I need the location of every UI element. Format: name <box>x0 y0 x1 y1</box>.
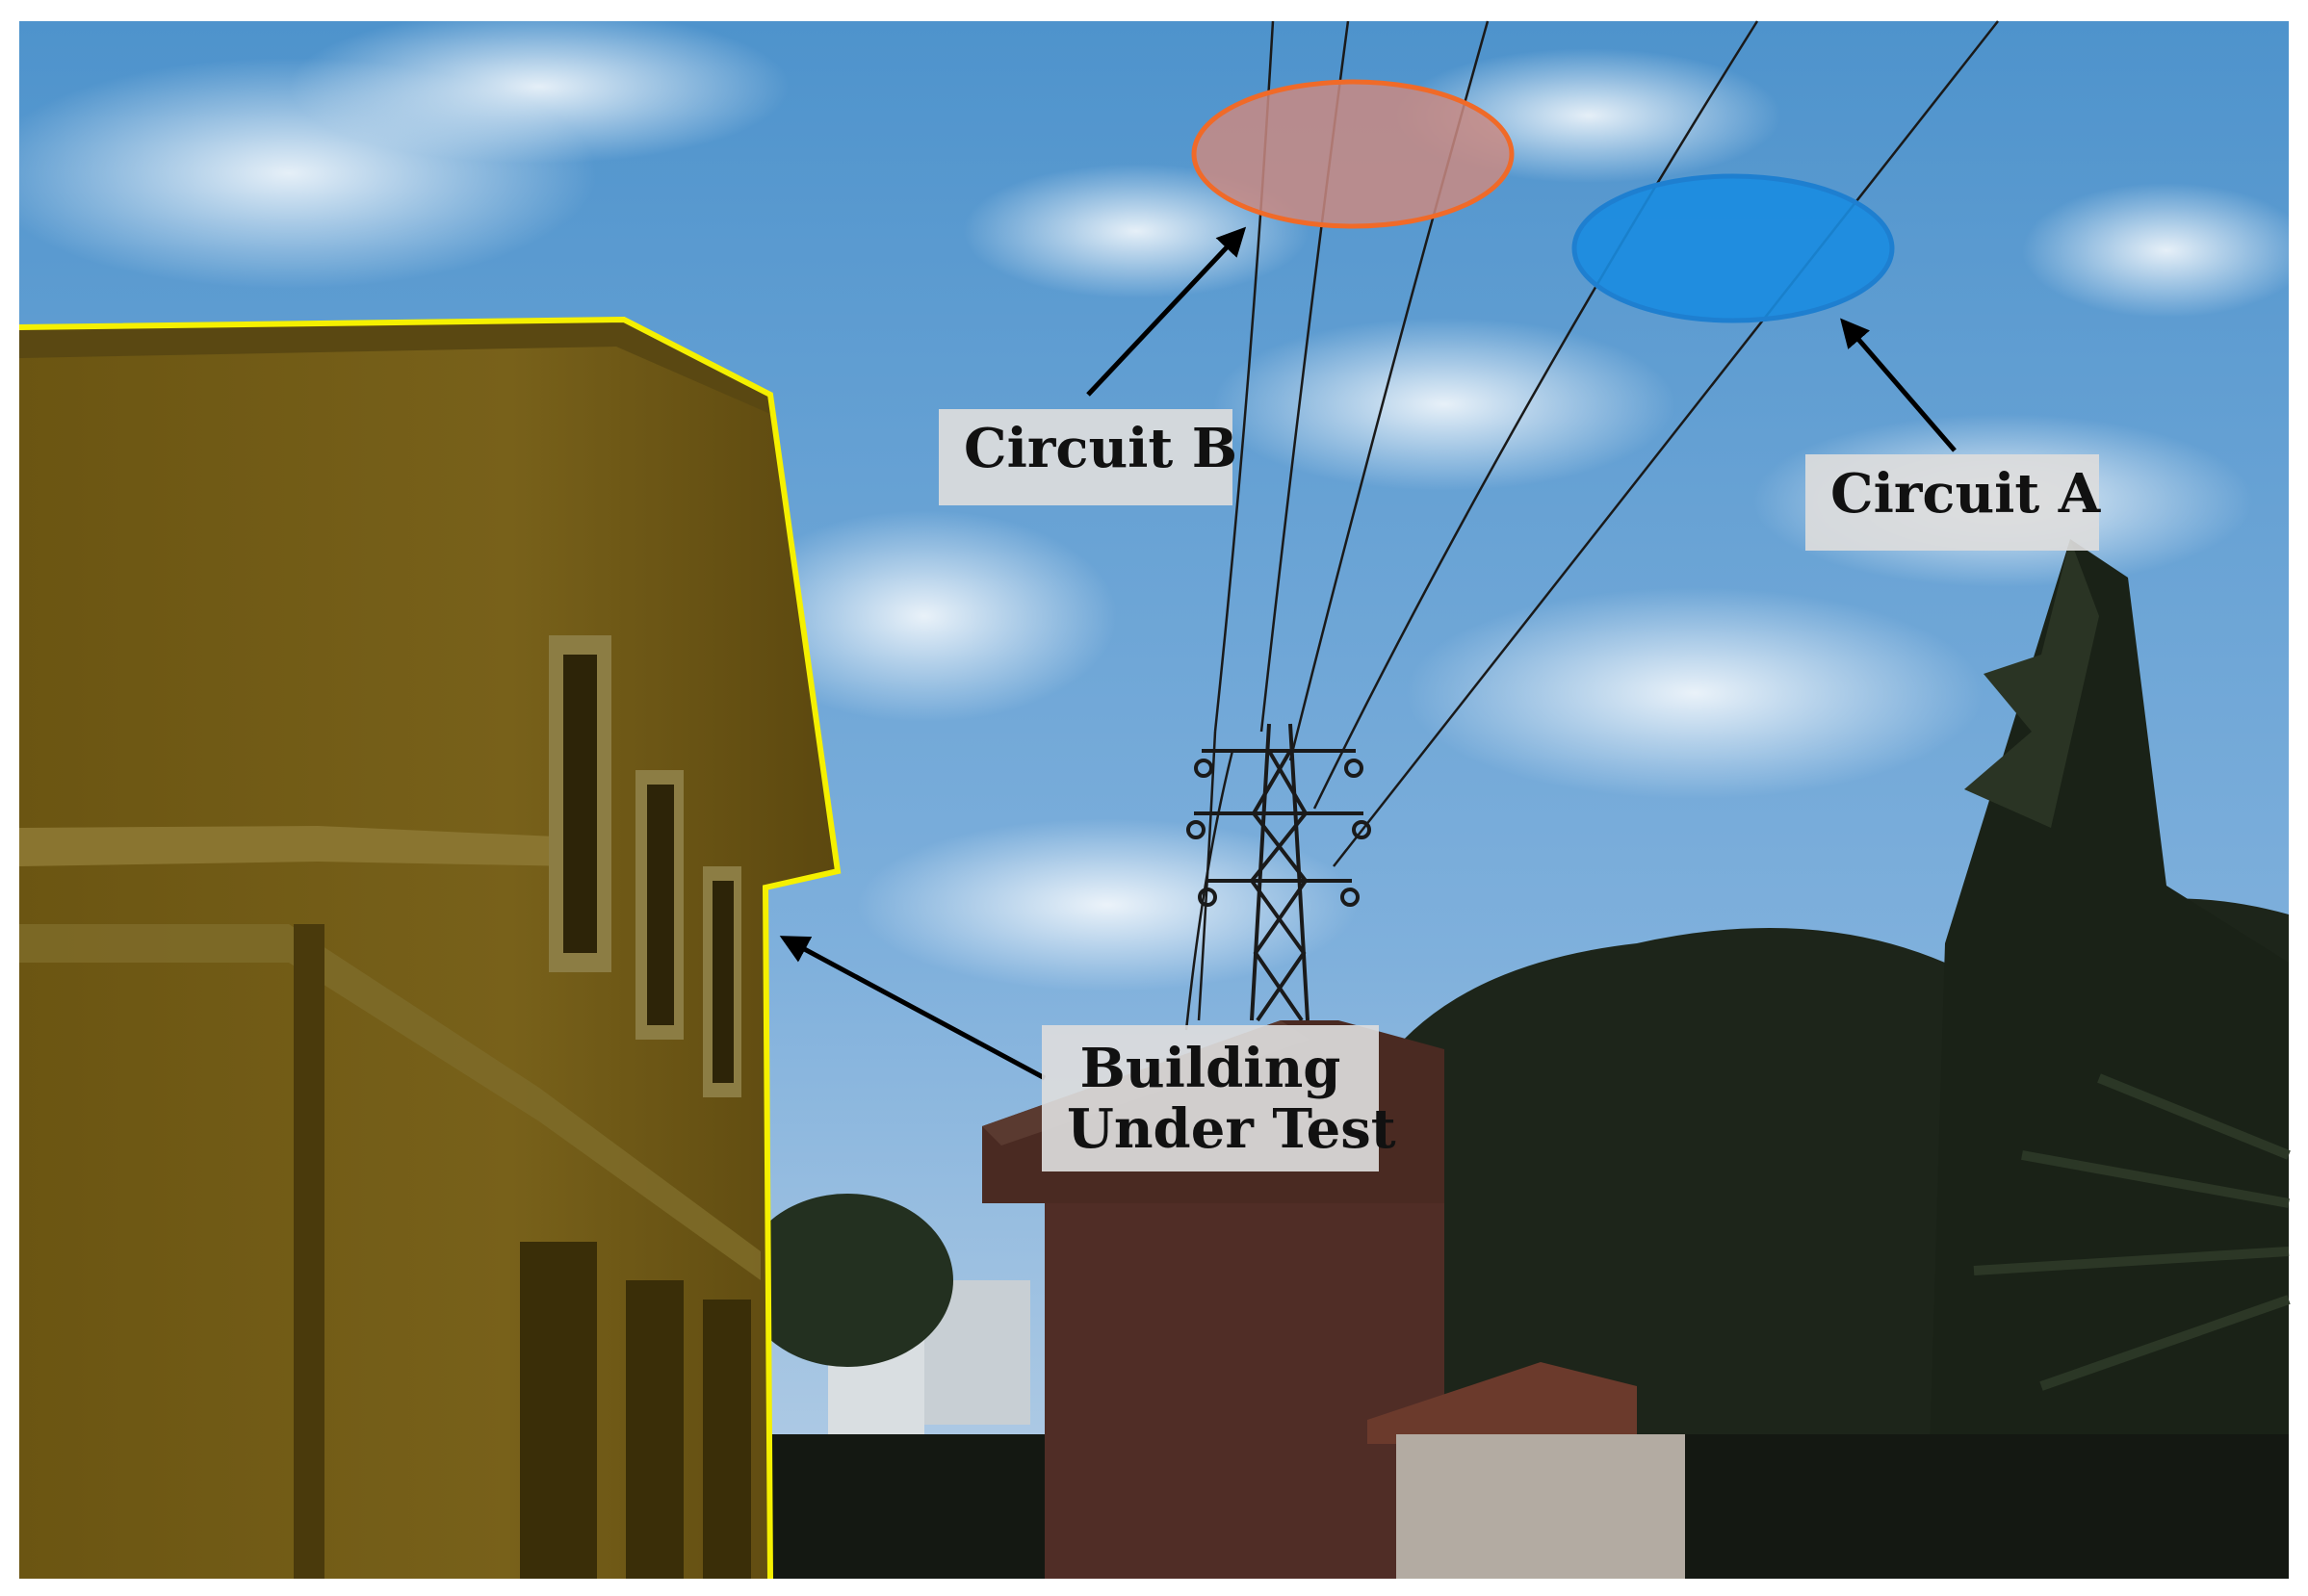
building-label-line-1: Building <box>1079 1037 1341 1100</box>
circuit-a-label: Circuit A <box>1805 454 2100 551</box>
circuit-b-arrow <box>1086 226 1247 397</box>
building-arrow <box>779 936 1047 1081</box>
circuit-b-label: Circuit B <box>939 409 1237 505</box>
transmission-tower <box>1186 723 1371 1022</box>
circuit-a-arrow <box>1840 318 1957 452</box>
building-outline <box>18 316 842 1580</box>
building-label-line-2: Under Test <box>1067 1096 1396 1161</box>
circuit-b-marker <box>1191 79 1515 229</box>
building-under-test-label: Building Under Test <box>1042 1025 1396 1171</box>
shed <box>1367 1362 1685 1579</box>
palm-fronds <box>1973 1073 2291 1391</box>
building-under-test <box>18 316 842 1580</box>
circuit-a-marker <box>1571 173 1895 323</box>
